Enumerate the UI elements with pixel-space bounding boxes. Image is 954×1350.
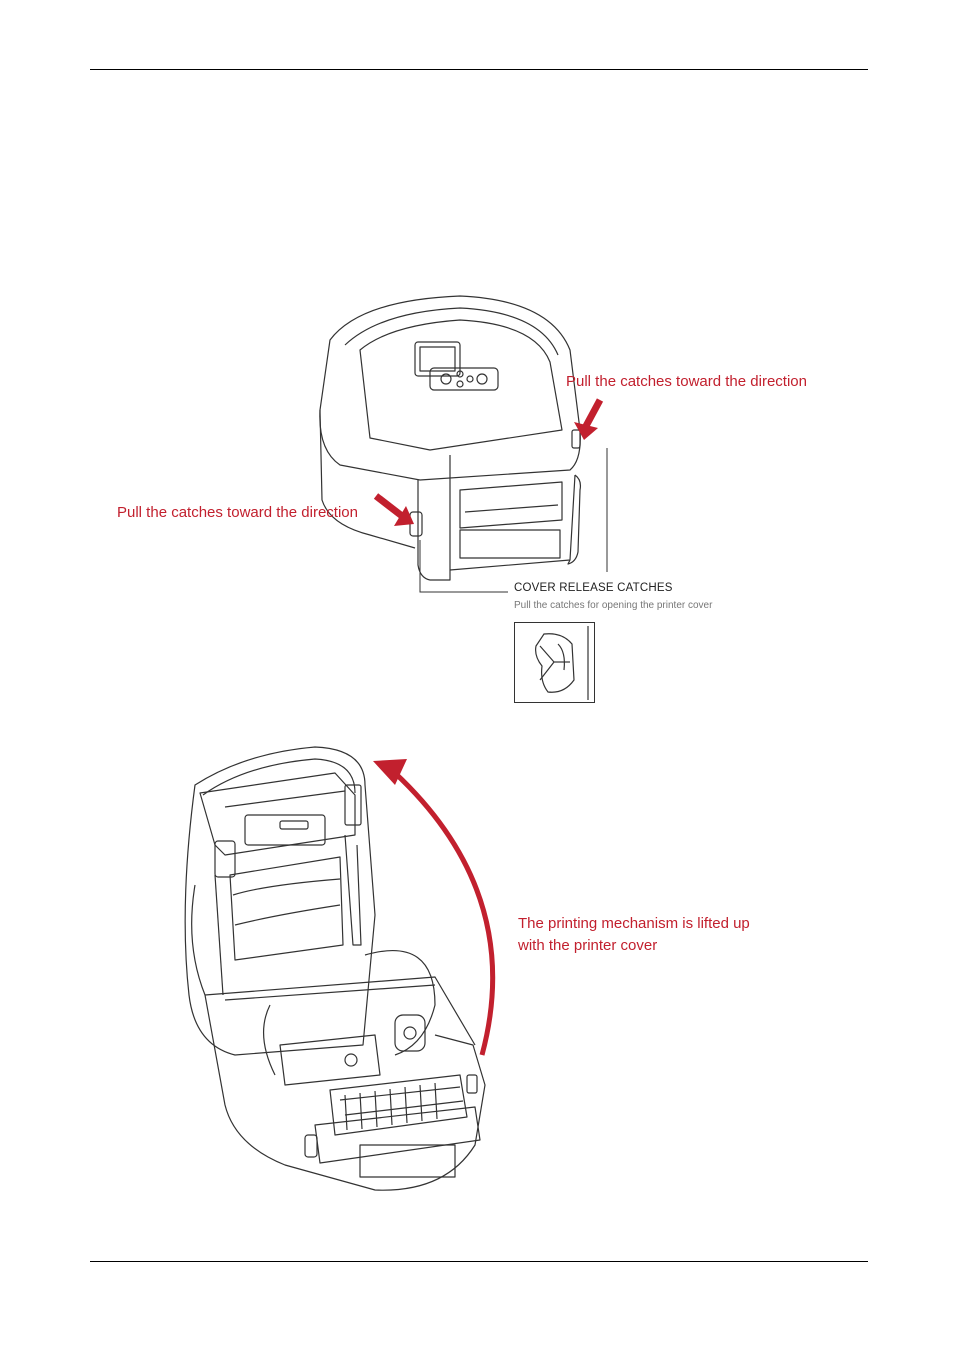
header-rule: [90, 69, 868, 70]
callout-lift-line-2: with the printer cover: [518, 937, 658, 954]
arrow-icon: [574, 398, 604, 440]
caption-subtitle: Pull the catches for opening the printer…: [514, 600, 713, 611]
closed-printer-illustration: [319, 295, 582, 581]
lift-arrow-icon: [373, 759, 496, 1056]
leader-line: [419, 448, 608, 593]
catch-detail-illustration: [514, 622, 595, 703]
footer-rule: [90, 1261, 868, 1262]
arrow-icon: [373, 493, 414, 526]
caption-title: COVER RELEASE CATCHES: [514, 582, 673, 594]
open-printer-illustration: [184, 746, 486, 1191]
callout-right-catch: Pull the catches toward the direction: [566, 373, 807, 390]
callout-left-catch: Pull the catches toward the direction: [117, 504, 358, 521]
callout-lift-line-1: The printing mechanism is lifted up: [518, 915, 750, 932]
